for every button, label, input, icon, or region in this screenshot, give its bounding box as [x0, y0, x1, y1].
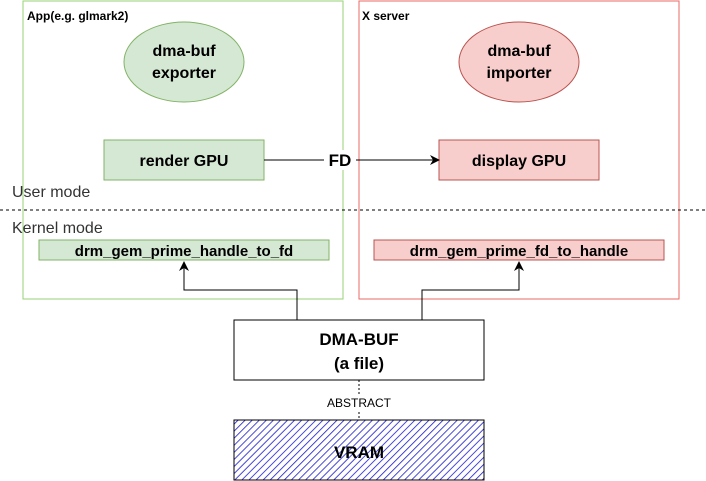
handle-to-fd-box [38, 239, 330, 261]
dmabuf-to-handle-to-fd-arrow [179, 261, 298, 320]
dma-buf-importer-line2: importer [487, 65, 552, 82]
dma-buf-importer-line1: dma-buf [487, 43, 551, 60]
fd-label-bg [324, 150, 356, 170]
dmabuf-to-fd-to-handle-arrow [421, 261, 524, 320]
fd-arrow-label: FD [329, 151, 352, 170]
app-panel-label: App(e.g. glmark2) [27, 9, 128, 23]
abstract-label-bg [318, 394, 400, 410]
display-gpu-label: display GPU [472, 153, 566, 170]
abstract-label: ABSTRACT [327, 396, 392, 410]
vram-box [233, 419, 485, 481]
x-server-panel-label: X server [362, 9, 410, 23]
handle-to-fd-label: drm_gem_prime_handle_to_fd [75, 243, 293, 260]
dma-buf-importer-ellipse [458, 21, 580, 103]
render-gpu-box [103, 139, 265, 181]
fd-to-handle-label: drm_gem_prime_fd_to_handle [410, 243, 628, 260]
dma-buf-line1: DMA-BUF [319, 330, 398, 349]
dma-buf-exporter-line1: dma-buf [152, 43, 216, 60]
fd-to-handle-box [373, 239, 665, 261]
display-gpu-box [438, 139, 600, 181]
user-mode-label: User mode [12, 184, 90, 201]
dma-buf-exporter-ellipse [123, 21, 245, 103]
render-gpu-label: render GPU [140, 153, 229, 170]
dma-buf-box [233, 319, 485, 381]
dma-buf-exporter-line2: exporter [152, 65, 216, 82]
vram-label: VRAM [334, 443, 384, 462]
kernel-mode-label: Kernel mode [12, 220, 103, 237]
dma-buf-line2: (a file) [334, 354, 384, 373]
